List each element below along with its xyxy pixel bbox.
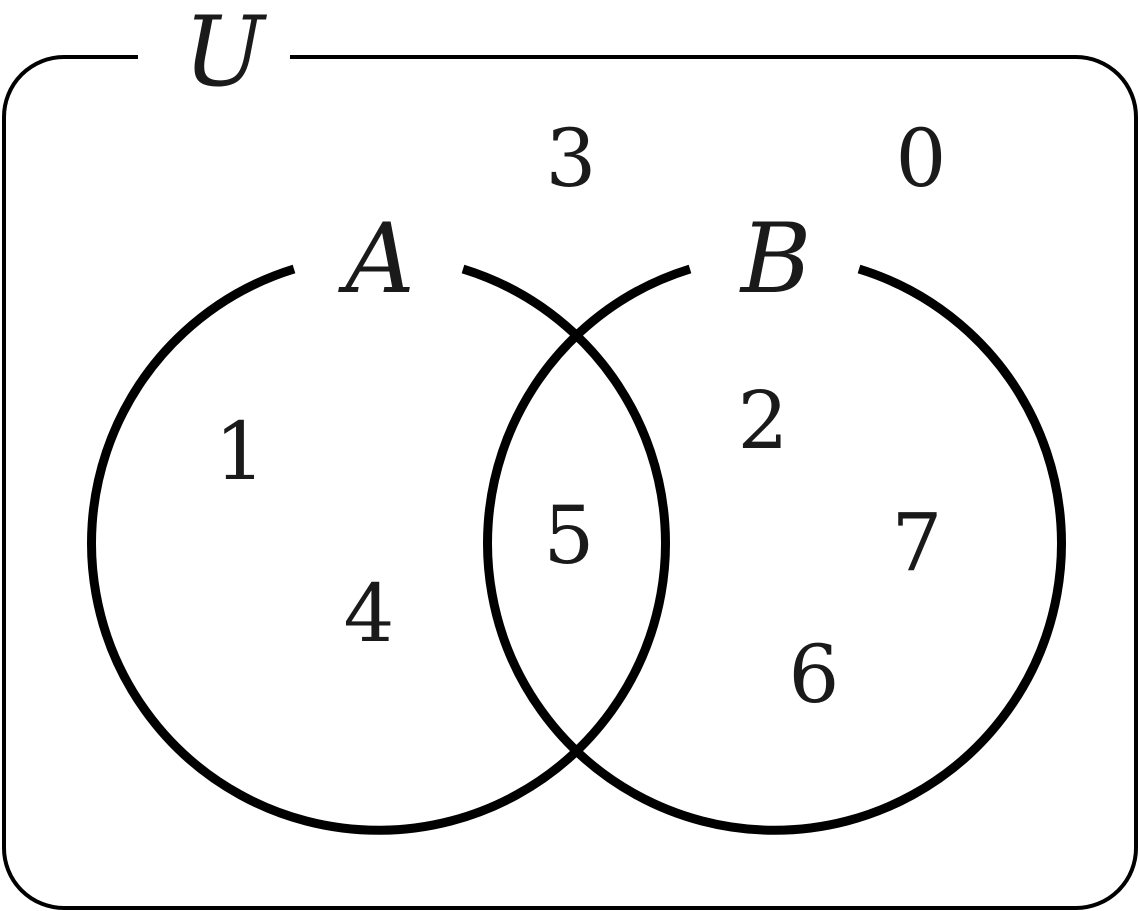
universe-frame	[1, 55, 1138, 910]
universe-label: U	[184, 0, 268, 108]
set-a-circle	[87, 264, 670, 835]
element-only-b: 7	[892, 496, 943, 589]
element-only-a: 1	[215, 405, 266, 498]
element-a-and-b: 5	[544, 489, 595, 582]
set-a-label: A	[337, 203, 414, 315]
element-only-a: 4	[344, 567, 395, 660]
element-outside: 3	[546, 112, 597, 205]
element-only-b: 6	[789, 628, 840, 721]
set-b-label: B	[739, 203, 812, 315]
set-b-circle	[483, 264, 1066, 835]
element-outside: 0	[896, 112, 947, 205]
element-only-b: 2	[738, 374, 789, 467]
